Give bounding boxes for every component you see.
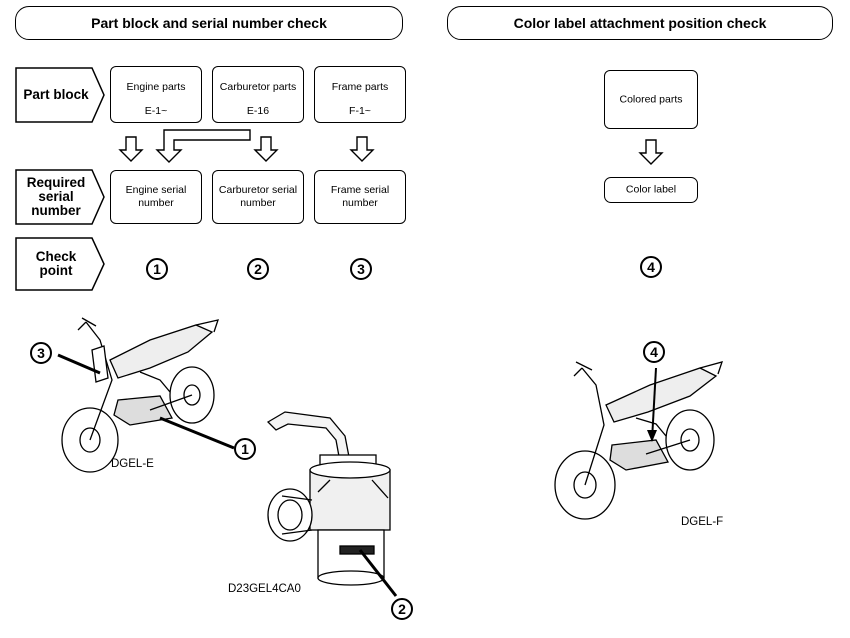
carburetor-parts-name: Carburetor parts <box>219 81 297 93</box>
colored-parts-text: Colored parts <box>619 93 683 105</box>
engine-parts-box: Engine parts E-1~ <box>110 66 202 123</box>
down-arrow-carb-to-engine <box>155 129 251 163</box>
model-code-dgel-e: DGEL-E <box>111 458 154 470</box>
required-serial-label: Required serial number <box>16 176 96 218</box>
check-point-tag <box>15 237 105 291</box>
down-arrow-engine <box>118 136 144 162</box>
color-label-header: Color label attachment position check <box>447 6 833 40</box>
carburetor-serial-line-1: Carburetor serial <box>218 184 298 196</box>
part-block-header: Part block and serial number check <box>15 6 403 40</box>
engine-serial-box: Engine serial number <box>110 170 202 224</box>
engine-parts-name: Engine parts <box>126 81 186 93</box>
carburetor-serial-box: Carburetor serial number <box>212 170 304 224</box>
carburetor-parts-code: E-16 <box>246 105 270 117</box>
frame-serial-box: Frame serial number <box>314 170 406 224</box>
engine-serial-line-2: number <box>138 197 174 209</box>
leader-engine-serial <box>159 416 235 450</box>
frame-serial-line-1: Frame serial <box>330 184 390 196</box>
carburetor-parts-box: Carburetor parts E-16 <box>212 66 304 123</box>
color-label-text: Color label <box>625 183 677 196</box>
check-point-3: 3 <box>350 258 372 280</box>
color-label-box: Color label <box>604 177 698 203</box>
colored-parts-box: Colored parts <box>604 70 698 129</box>
leader-color-label-arrowhead <box>647 430 657 442</box>
carburetor-serial-line-2: number <box>240 197 276 209</box>
carburetor-illustration <box>266 411 391 586</box>
motorcycle-left-illustration <box>61 317 219 473</box>
motorcycle-right-illustration <box>554 361 724 520</box>
required-serial-line-2: serial <box>38 189 74 204</box>
frame-parts-name: Frame parts <box>331 81 389 93</box>
required-serial-tag <box>15 169 105 225</box>
frame-parts-code: F-1~ <box>349 105 371 117</box>
down-arrow-frame <box>349 136 375 162</box>
check-point-line-2: point <box>39 263 73 278</box>
leader-carb-serial <box>358 549 398 597</box>
model-code-dgel-f: DGEL-F <box>681 516 724 528</box>
callout-engine-serial-1: 1 <box>234 438 256 460</box>
callout-frame-serial-3: 3 <box>30 342 52 364</box>
callout-color-label-4: 4 <box>643 341 665 363</box>
callout-carb-serial-2: 2 <box>391 598 413 620</box>
required-serial-line-1: Required <box>26 175 86 190</box>
frame-serial-line-2: number <box>342 197 378 209</box>
part-block-tag <box>15 67 105 123</box>
down-arrow-carb <box>253 136 279 162</box>
check-point-label: Check point <box>16 250 96 278</box>
leader-color-label <box>651 367 657 441</box>
down-arrow-colored <box>638 139 664 165</box>
model-code-d23gel4ca0: D23GEL4CA0 <box>228 583 301 595</box>
check-point-1: 1 <box>146 258 168 280</box>
check-point-line-1: Check <box>35 249 77 264</box>
part-block-label: Part block <box>23 87 89 102</box>
check-point-2: 2 <box>247 258 269 280</box>
leader-frame-serial <box>57 353 101 375</box>
engine-parts-code: E-1~ <box>144 105 168 117</box>
check-point-4: 4 <box>640 256 662 278</box>
engine-serial-line-1: Engine serial <box>125 184 187 196</box>
required-serial-line-3: number <box>31 203 81 218</box>
frame-parts-box: Frame parts F-1~ <box>314 66 406 123</box>
